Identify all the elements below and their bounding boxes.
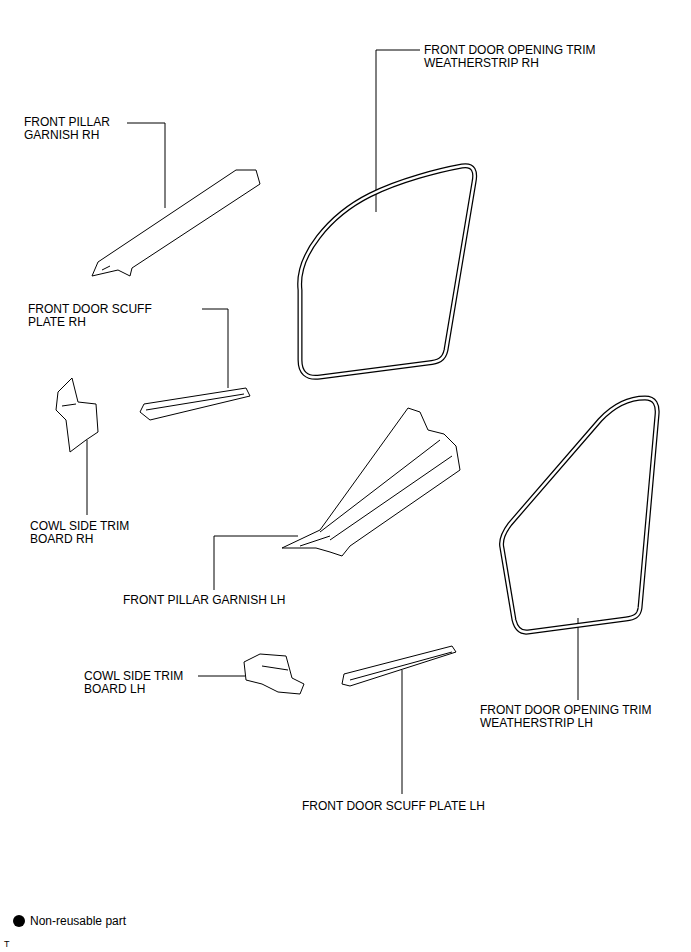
part-name: FRONT DOOR SCUFF PLATE LH: [302, 800, 522, 813]
leader-line: [87, 440, 88, 515]
leader-line: [202, 309, 228, 388]
legend-text: Non-reusable part: [30, 914, 126, 928]
scuff-plate-lh: [342, 646, 456, 686]
legend-symbol: [13, 915, 25, 927]
cowl-side-trim-lh: [244, 654, 304, 694]
part-name: FRONT DOOR OPENING TRIM WEATHERSTRIP RH: [424, 44, 609, 70]
leader-line: [127, 123, 165, 208]
figure-code: T: [4, 938, 24, 951]
cowl-side-trim-rh: [56, 378, 98, 452]
part-name: FRONT DOOR SCUFF PLATE RH: [28, 303, 158, 329]
part-name: COWL SIDE TRIM BOARD RH: [30, 520, 145, 546]
part-name: FRONT DOOR OPENING TRIM WEATHERSTRIP LH: [480, 704, 670, 730]
leader-line: [214, 536, 298, 590]
scuff-plate-rh: [140, 388, 250, 420]
weatherstrip-lh: [501, 398, 657, 632]
pillar-garnish-rh: [92, 170, 260, 276]
part-name: COWL SIDE TRIM BOARD LH: [84, 670, 199, 696]
leader-line: [198, 676, 245, 677]
pillar-garnish-lh: [282, 408, 460, 556]
part-name: FRONT PILLAR GARNISH RH: [24, 116, 124, 142]
leader-line: [578, 618, 579, 700]
leader-line: [402, 670, 403, 794]
weatherstrip-rh: [300, 166, 475, 378]
part-name: FRONT PILLAR GARNISH LH: [123, 594, 343, 607]
